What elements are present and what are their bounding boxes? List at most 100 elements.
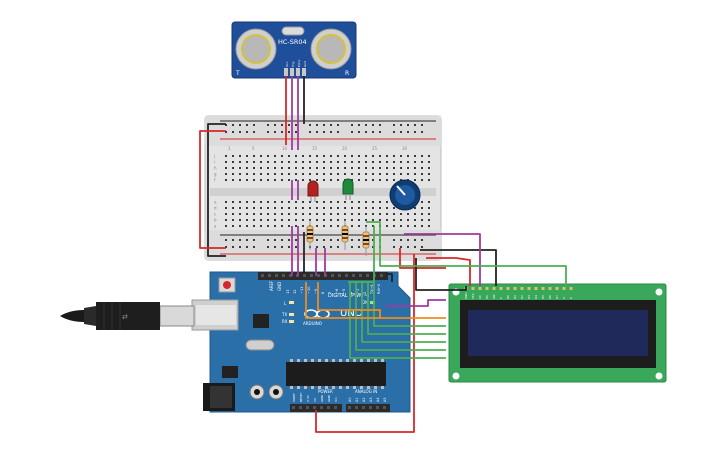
- breadboard-hole: [253, 219, 255, 221]
- lcd-pin: [534, 287, 538, 290]
- rail-hole: [316, 246, 318, 248]
- lcd-pin-label: D6: [548, 295, 552, 299]
- breadboard-hole: [428, 219, 430, 221]
- breadboard-hole: [260, 173, 262, 175]
- breadboard-hole: [386, 179, 388, 181]
- lcd-pin-label: RS: [485, 295, 489, 299]
- lcd-pin: [499, 287, 503, 290]
- breadboard-hole: [274, 173, 276, 175]
- header-hole: [310, 274, 313, 277]
- rail-hole: [246, 124, 248, 126]
- chip-pin: [297, 359, 300, 362]
- breadboard-hole: [316, 167, 318, 169]
- rail-hole: [337, 124, 339, 126]
- transducer-left-mesh: [241, 34, 271, 64]
- breadboard-hole: [337, 225, 339, 227]
- breadboard-hole: [302, 225, 304, 227]
- header-hole: [366, 274, 369, 277]
- breadboard-hole: [288, 167, 290, 169]
- breadboard-hole: [358, 179, 360, 181]
- breadboard-hole: [295, 213, 297, 215]
- breadboard-hole: [232, 225, 234, 227]
- usb-cable: ⇄: [60, 302, 195, 330]
- breadboard-hole: [246, 161, 248, 163]
- breadboard-hole: [232, 207, 234, 209]
- breadboard-hole: [428, 179, 430, 181]
- on-led: [370, 301, 375, 304]
- breadboard-hole: [386, 201, 388, 203]
- chip-pin: [360, 359, 363, 362]
- rail-hole: [372, 124, 374, 126]
- chip-pin: [381, 359, 384, 362]
- lcd-pin-label: RW: [492, 294, 496, 299]
- lcd-pin-label: V0: [478, 295, 482, 299]
- breadboard-hole: [274, 207, 276, 209]
- reset-button-cap[interactable]: [223, 281, 231, 289]
- rail-hole: [239, 124, 241, 126]
- rail-hole: [323, 239, 325, 241]
- breadboard-hole: [316, 155, 318, 157]
- lcd-pin: [520, 287, 524, 290]
- breadboard-hole: [281, 179, 283, 181]
- breadboard-hole: [232, 161, 234, 163]
- rail-hole: [365, 124, 367, 126]
- usb-plug-strain: [84, 306, 96, 326]
- breadboard-hole: [232, 201, 234, 203]
- breadboard-hole: [365, 219, 367, 221]
- breadboard-hole: [386, 213, 388, 215]
- sensor-pin-label: Echo: [297, 60, 301, 67]
- chip-pin: [381, 386, 384, 389]
- breadboard-hole: [302, 173, 304, 175]
- breadboard-hole: [407, 155, 409, 157]
- resistor-band: [342, 237, 348, 239]
- power-pin-label: 5V: [313, 397, 317, 402]
- power-pin-label: Vin: [334, 397, 338, 402]
- breadboard-hole: [407, 225, 409, 227]
- breadboard-hole: [323, 161, 325, 163]
- breadboard-hole: [323, 201, 325, 203]
- header-hole: [376, 406, 379, 409]
- rail-hole: [288, 124, 290, 126]
- rail-hole: [267, 124, 269, 126]
- breadboard-hole: [372, 173, 374, 175]
- chip-pin: [353, 386, 356, 389]
- digital-pin-label: ~6: [335, 288, 339, 294]
- rail-hole: [358, 246, 360, 248]
- usb-port-inner: [196, 305, 236, 325]
- breadboard-hole: [288, 179, 290, 181]
- breadboard-hole: [295, 161, 297, 163]
- breadboard-hole: [274, 155, 276, 157]
- breadboard-hole: [267, 179, 269, 181]
- led-rx: [289, 320, 294, 323]
- digital-pin-label: 8: [321, 291, 325, 294]
- breadboard-hole: [267, 167, 269, 169]
- breadboard-hole: [316, 207, 318, 209]
- breadboard-hole: [428, 225, 430, 227]
- breadboard-hole: [407, 219, 409, 221]
- col-number: 30: [402, 146, 408, 151]
- breadboard-hole: [295, 225, 297, 227]
- breadboard-hole: [225, 161, 227, 163]
- breadboard-hole: [302, 161, 304, 163]
- breadboard-hole: [414, 173, 416, 175]
- header-hole: [334, 406, 337, 409]
- breadboard-hole: [337, 201, 339, 203]
- led-l-label: L: [284, 301, 287, 306]
- breadboard-hole: [246, 201, 248, 203]
- breadboard-hole: [379, 179, 381, 181]
- led-red: [307, 180, 319, 197]
- digital-pin-label: 7: [328, 292, 332, 294]
- rail-hole: [246, 131, 248, 133]
- breadboard-hole: [400, 225, 402, 227]
- breadboard-hole: [365, 201, 367, 203]
- rail-hole: [351, 246, 353, 248]
- capacitor-top: [254, 389, 260, 395]
- rail-hole: [281, 124, 283, 126]
- chip-pin: [311, 359, 314, 362]
- rail-hole: [274, 131, 276, 133]
- breadboard-hole: [393, 219, 395, 221]
- breadboard-hole: [260, 213, 262, 215]
